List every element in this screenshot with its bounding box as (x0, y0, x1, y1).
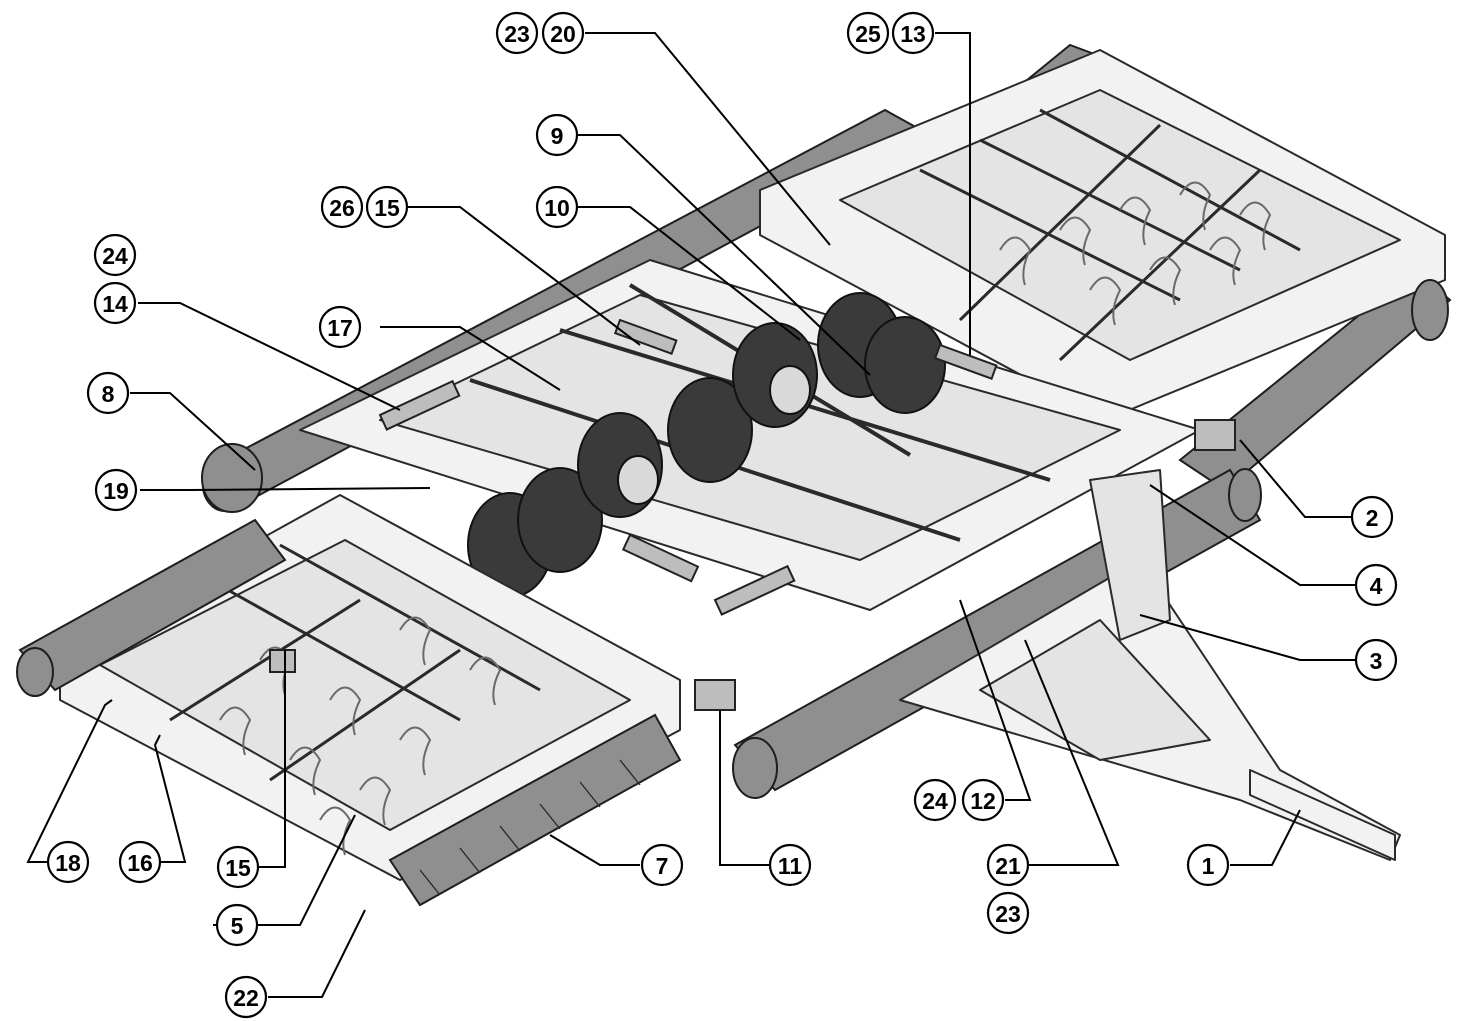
svg-text:18: 18 (55, 850, 81, 876)
svg-text:1: 1 (1202, 853, 1215, 879)
callout-21: 21 (986, 843, 1030, 887)
svg-text:26: 26 (329, 195, 355, 221)
rear-roller-end-left (201, 279, 1449, 513)
callout-24-lower: 24 (913, 778, 957, 822)
callout-25: 25 (846, 11, 890, 55)
callout-13: 13 (891, 11, 935, 55)
callout-23-upper: 23 (495, 11, 539, 55)
callout-23-lower: 23 (986, 891, 1030, 935)
callout-2: 2 (1350, 495, 1394, 539)
callout-15-upper: 15 (365, 185, 409, 229)
callout-9: 9 (535, 113, 579, 157)
svg-text:11: 11 (778, 853, 803, 879)
callout-11: 11 (768, 843, 812, 887)
svg-text:3: 3 (1370, 648, 1383, 674)
callout-4: 4 (1354, 563, 1398, 607)
svg-text:8: 8 (102, 381, 115, 407)
hitch-drawbar (899, 469, 1401, 861)
callout-18: 18 (46, 840, 90, 884)
svg-text:14: 14 (102, 291, 128, 317)
callout-20: 20 (541, 11, 585, 55)
svg-text:17: 17 (327, 315, 353, 341)
svg-text:24: 24 (102, 243, 128, 269)
callout-22: 22 (224, 975, 268, 1019)
svg-text:24: 24 (922, 788, 948, 814)
callout-10: 10 (535, 185, 579, 229)
callout-17: 17 (318, 305, 362, 349)
svg-text:21: 21 (995, 853, 1021, 879)
svg-text:12: 12 (970, 788, 996, 814)
svg-text:15: 15 (225, 855, 251, 881)
callout-5: 5 (215, 903, 259, 947)
callout-7: 7 (640, 843, 684, 887)
svg-text:9: 9 (551, 123, 564, 149)
svg-text:5: 5 (231, 913, 244, 939)
machine-illustration (16, 43, 1452, 907)
callout-26: 26 (320, 185, 364, 229)
svg-text:2: 2 (1366, 505, 1379, 531)
left-rolling-basket (16, 518, 682, 907)
right-wing-frame (759, 49, 1446, 421)
svg-text:16: 16 (127, 850, 153, 876)
callout-balloons: 1 2 3 4 5 7 8 9 10 11 12 24 13 25 14 24 … (46, 11, 1398, 1019)
leader-lines (26, 32, 1355, 998)
callout-16: 16 (118, 840, 162, 884)
callout-8: 8 (86, 371, 130, 415)
callout-1: 1 (1186, 843, 1230, 887)
svg-text:15: 15 (374, 195, 400, 221)
svg-text:19: 19 (103, 478, 129, 504)
svg-text:23: 23 (504, 21, 530, 47)
hydraulic-cylinders (269, 318, 1236, 711)
svg-text:13: 13 (900, 21, 926, 47)
callout-15-lower: 15 (216, 845, 260, 889)
svg-text:20: 20 (550, 21, 576, 47)
svg-text:25: 25 (855, 21, 881, 47)
callout-24-upper: 24 (93, 233, 137, 277)
svg-text:7: 7 (656, 853, 669, 879)
disc-gang (467, 292, 946, 598)
callout-14: 14 (93, 281, 137, 325)
svg-text:10: 10 (544, 195, 570, 221)
callout-3: 3 (1354, 638, 1398, 682)
svg-text:4: 4 (1370, 573, 1383, 599)
callout-12: 12 (961, 778, 1005, 822)
svg-text:22: 22 (233, 985, 259, 1011)
callout-19: 19 (94, 468, 138, 512)
svg-text:23: 23 (995, 901, 1021, 927)
